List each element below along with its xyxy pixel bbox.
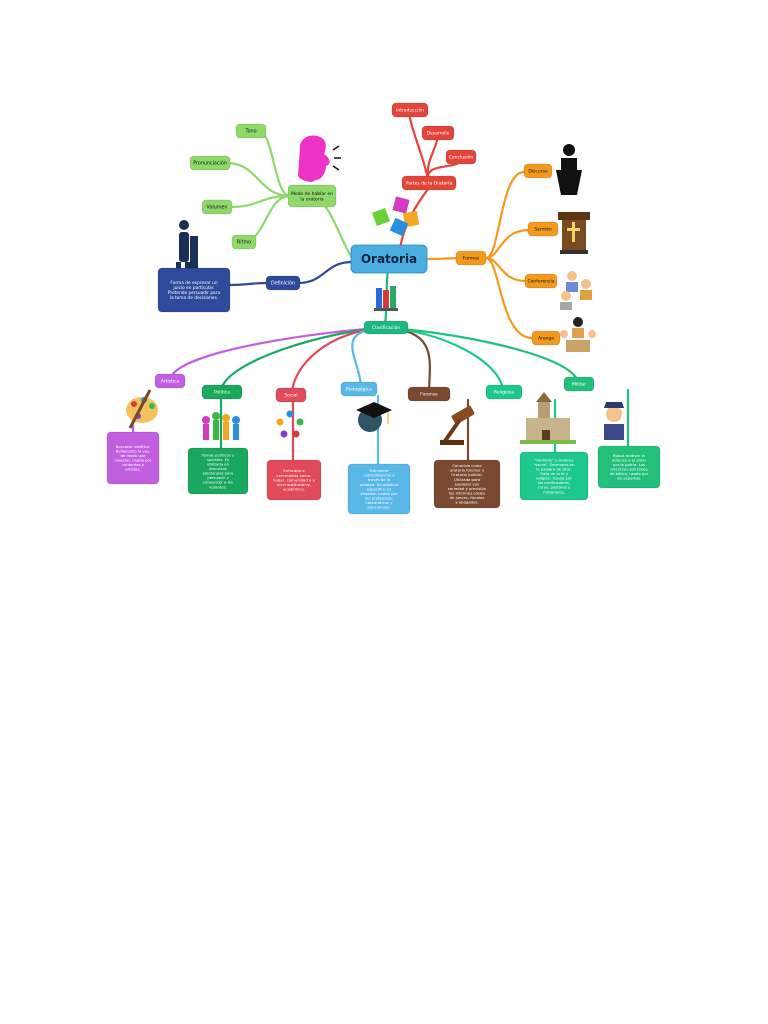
class-type-6-text: Militar [572,382,586,388]
classification-hub-text: Clasificación [372,324,400,331]
connector-parts-0 [409,110,428,180]
puzzle-pieces-icon [372,196,419,236]
connector-forms-3 [486,258,532,338]
pulpit-cross-icon [558,212,590,254]
forms-item-2[interactable]: Conferencia [525,274,557,288]
speaker-at-lectern-icon [176,220,198,275]
class-desc-0[interactable]: Buscacar estético.Bellaceztro la voz,de … [107,432,159,484]
class-type-1-text: Política [214,389,230,396]
parts-item-2-text: Conclusión [449,154,474,161]
connector-voice-1 [227,163,290,196]
parts-item-0[interactable]: Introducción [392,103,428,117]
connector-forms-1 [486,230,529,258]
class-type-3-text: Pedagógica [346,386,372,393]
class-desc-6-text: los expertos. [617,476,641,481]
voice-item-0[interactable]: Tono [236,124,266,138]
definition-label-text: Definición [271,280,295,287]
palette-brush-icon [126,390,158,428]
class-type-0-text: Artística [161,378,180,385]
center-node-oratoria[interactable]: Oratoria [351,245,427,273]
connector-definition [298,262,352,283]
class-desc-5[interactable]: "Humilde" u oratoria"sacra". Sermones en… [520,452,588,500]
forms-item-1[interactable]: Sermón [528,222,558,236]
connector-definition-box [230,283,268,285]
definition-box-text: Pretende persuadir para [168,290,221,296]
crowd-speech-icon [560,317,596,352]
class-type-5-text: Religiosa [494,390,514,396]
connector-class-4 [385,328,430,394]
church-icon [520,392,576,444]
class-type-0[interactable]: Artística [155,374,185,388]
class-type-2[interactable]: Social [276,388,306,402]
class-type-4[interactable]: Forense [408,387,450,401]
forms-hub-text: Formas [463,256,480,262]
voice-item-0-text: Tono [244,129,256,135]
graduation-cap-icon [356,402,392,432]
class-desc-4-text: y abogados. [455,500,478,505]
conference-audience-icon [560,271,592,310]
definition-box-text: juicio en particular. [172,285,214,291]
class-type-6[interactable]: Militar [564,377,594,391]
connector-forms-0 [486,172,524,258]
class-desc-0-text: artistas. [125,467,140,472]
class-desc-5-text: misioneros. [543,489,565,494]
parts-hub[interactable]: Partes de la Oratoria [402,176,456,190]
voice-hub-text: la oratoria [300,196,323,202]
parts-item-0-text: Introducción [396,107,424,114]
speaking-head-icon [298,135,341,182]
people-circle-icon [277,411,304,438]
connector-voice-0 [258,131,290,196]
podium-icon [556,144,582,195]
connector-class-5 [385,328,503,392]
forms-item-0-text: Discurso [528,169,548,175]
voice-item-3[interactable]: Ritmo [232,235,256,249]
definition-box-text: Forma de expresar un [170,280,217,286]
parts-item-1-text: Desarrollo [427,131,450,137]
soldier-icon [604,402,624,440]
definition-label[interactable]: Definición [266,276,300,290]
forms-item-1-text: Sermón [534,226,552,233]
connector-class-3 [352,328,385,389]
gavel-icon [440,405,475,445]
class-desc-1-text: votantes. [209,484,227,489]
voice-item-1-text: Pronunciación [193,160,227,167]
voice-item-2[interactable]: Volumen [202,200,232,214]
voice-item-2-text: Volumen [207,205,228,211]
forms-item-0[interactable]: Discurso [524,164,552,178]
forms-item-3-text: Arenga [538,336,554,342]
center-node-oratoria-text: Oratoria [361,252,417,266]
voice-item-1[interactable]: Pronunciación [190,156,230,170]
class-desc-2-text: académico. [283,486,305,491]
definition-box-text: la toma de decisiones. [170,295,218,301]
connector-forms-2 [486,258,526,281]
forms-item-2-text: Conferencia [528,279,555,285]
parts-item-1[interactable]: Desarrollo [422,126,454,140]
class-type-3[interactable]: Pedagógica [341,382,377,396]
classification-hub[interactable]: Clasificación [364,321,408,334]
voice-item-3-text: Ritmo [237,240,251,246]
class-type-2-text: Social [284,393,297,399]
class-desc-3-text: educadores. [367,505,390,510]
parts-hub-text: Partes de la Oratoria [406,181,453,187]
forms-item-3[interactable]: Arenga [532,331,560,345]
parts-item-2[interactable]: Conclusión [446,150,476,164]
voice-hub-text: Modo de hablar en [291,191,333,197]
class-type-5[interactable]: Religiosa [486,385,522,399]
forms-hub[interactable]: Formas [456,251,486,265]
class-type-1[interactable]: Política [202,385,242,399]
class-type-4-text: Forense [420,392,438,398]
